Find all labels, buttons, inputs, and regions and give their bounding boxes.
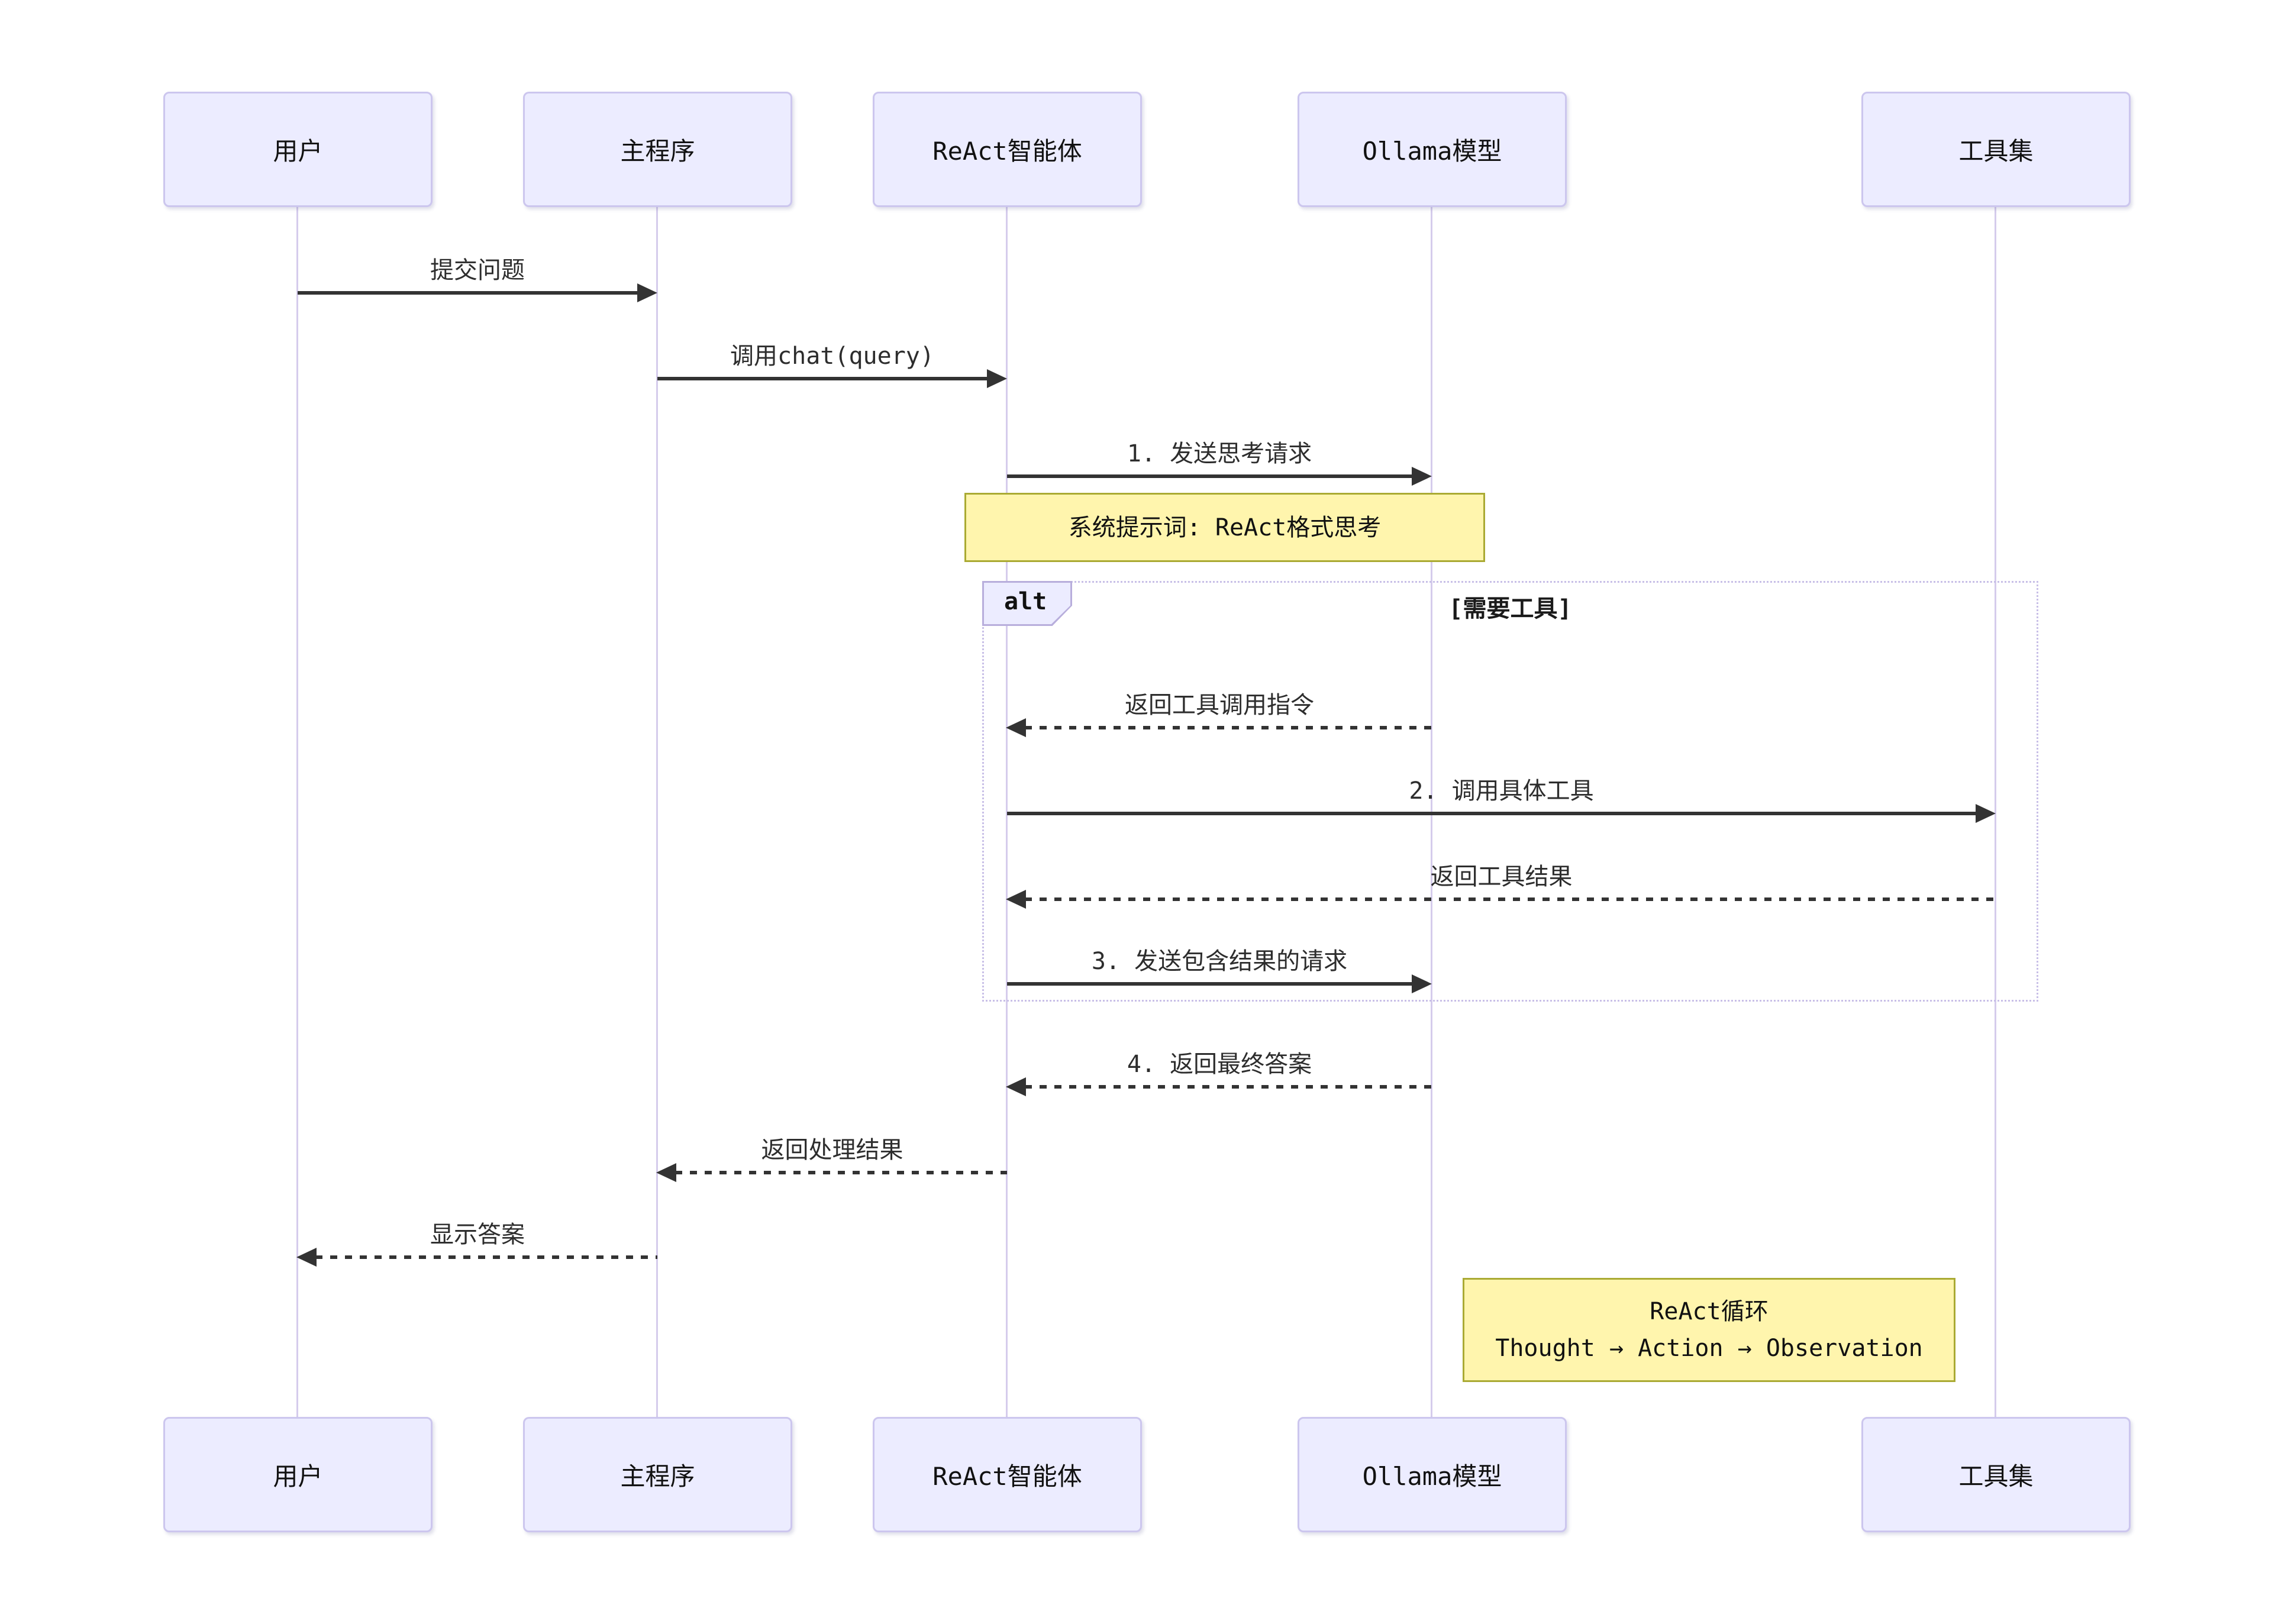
message-label: 显示答案 bbox=[430, 1221, 525, 1248]
actor-label: 用户 bbox=[273, 1462, 323, 1491]
message-label: 调用chat(query) bbox=[730, 343, 934, 370]
actor-label: 工具集 bbox=[1958, 137, 2034, 166]
lifeline-user bbox=[296, 207, 298, 1417]
message-line bbox=[657, 377, 989, 380]
message-label: 返回工具调用指令 bbox=[1125, 692, 1314, 719]
actor-top-main: 主程序 bbox=[523, 92, 792, 207]
lifeline-react bbox=[1006, 207, 1008, 1417]
lifeline-main bbox=[656, 207, 658, 1417]
message-line bbox=[1025, 726, 1432, 729]
arrowhead-left-icon bbox=[656, 1163, 676, 1182]
actor-bottom-tools: 工具集 bbox=[1861, 1417, 2131, 1532]
arrowhead-left-icon bbox=[1006, 890, 1026, 909]
arrowhead-right-icon bbox=[1412, 467, 1432, 486]
note-system-prompt: 系统提示词: ReAct格式思考 bbox=[964, 493, 1485, 562]
actor-label: Ollama模型 bbox=[1362, 137, 1502, 166]
actor-label: 主程序 bbox=[620, 137, 695, 166]
arrowhead-left-icon bbox=[1006, 1077, 1026, 1096]
message-label: 4. 返回最终答案 bbox=[1127, 1051, 1312, 1078]
message-label: 返回工具结果 bbox=[1430, 863, 1573, 890]
actor-top-tools: 工具集 bbox=[1861, 92, 2131, 207]
actor-label: 主程序 bbox=[620, 1462, 695, 1491]
message-label: 1. 发送思考请求 bbox=[1127, 440, 1312, 467]
arrowhead-left-icon bbox=[296, 1248, 317, 1267]
actor-bottom-user: 用户 bbox=[163, 1417, 433, 1532]
message-line bbox=[315, 1255, 657, 1259]
actor-label: ReAct智能体 bbox=[932, 1462, 1082, 1491]
alt-condition: [需要工具] bbox=[1448, 595, 1572, 622]
arrowhead-right-icon bbox=[987, 369, 1007, 388]
actor-bottom-ollama: Ollama模型 bbox=[1298, 1417, 1567, 1532]
arrowhead-right-icon bbox=[1412, 974, 1432, 993]
message-label: 3. 发送包含结果的请求 bbox=[1091, 948, 1348, 975]
actor-label: 工具集 bbox=[1958, 1462, 2034, 1491]
arrowhead-left-icon bbox=[1006, 718, 1026, 737]
arrowhead-right-icon bbox=[637, 283, 657, 302]
note-react-loop: ReAct循环 Thought → Action → Observation bbox=[1463, 1278, 1955, 1382]
message-line bbox=[1007, 982, 1414, 986]
message-label: 返回处理结果 bbox=[761, 1137, 903, 1164]
note-line1: ReAct循环 bbox=[1650, 1298, 1769, 1325]
message-line bbox=[298, 291, 640, 295]
actor-label: ReAct智能体 bbox=[932, 137, 1082, 166]
actor-label: 用户 bbox=[273, 137, 323, 166]
actor-bottom-main: 主程序 bbox=[523, 1417, 792, 1532]
actor-label: Ollama模型 bbox=[1362, 1462, 1502, 1491]
alt-frame bbox=[982, 581, 2038, 1002]
alt-label: alt bbox=[1004, 588, 1047, 615]
actor-top-user: 用户 bbox=[163, 92, 433, 207]
actor-top-ollama: Ollama模型 bbox=[1298, 92, 1567, 207]
message-label: 2. 调用具体工具 bbox=[1409, 777, 1594, 805]
note-text: 系统提示词: ReAct格式思考 bbox=[1068, 514, 1382, 541]
alt-label-tab-fill: alt bbox=[984, 583, 1070, 624]
message-line bbox=[675, 1171, 1007, 1174]
alt-label-tab: alt bbox=[982, 581, 1072, 626]
message-line bbox=[1025, 1085, 1432, 1089]
message-line bbox=[1007, 474, 1414, 478]
message-line bbox=[1007, 812, 1978, 815]
arrowhead-right-icon bbox=[1976, 804, 1996, 823]
actor-top-react: ReAct智能体 bbox=[873, 92, 1142, 207]
note-line2: Thought → Action → Observation bbox=[1495, 1335, 1923, 1362]
message-label: 提交问题 bbox=[430, 257, 525, 284]
actor-bottom-react: ReAct智能体 bbox=[873, 1417, 1142, 1532]
message-line bbox=[1025, 897, 1996, 901]
